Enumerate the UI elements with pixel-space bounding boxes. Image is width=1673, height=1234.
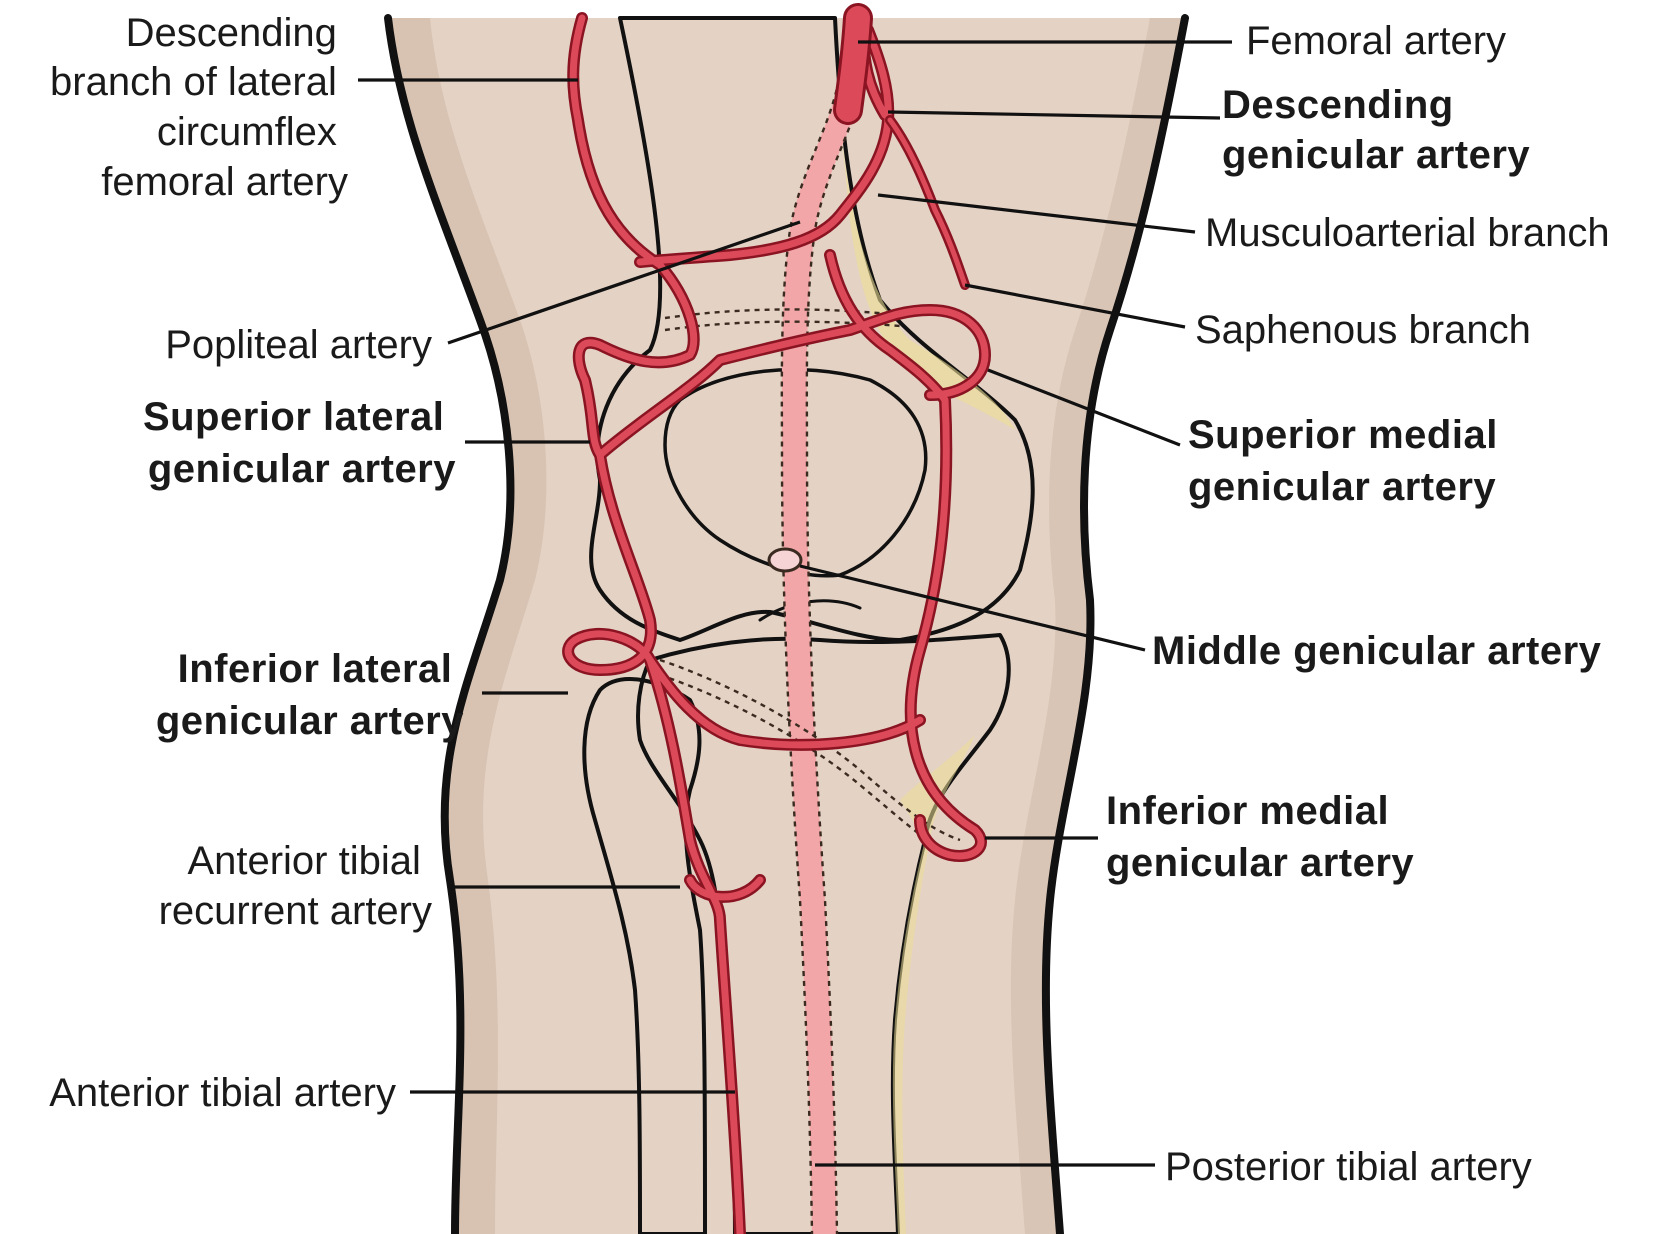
label-inferior-medial-genicular: Inferior medial genicular artery — [1106, 789, 1414, 885]
label-line: Superior lateral — [143, 395, 444, 439]
label-inferior-lateral-genicular: Inferior lateral genicular artery — [156, 647, 464, 743]
label-popliteal-artery: Popliteal artery — [165, 323, 432, 367]
label-line: circumflex — [157, 110, 337, 154]
label-line: Superior medial — [1188, 413, 1498, 457]
label-line: Anterior tibial — [187, 839, 420, 883]
label-superior-medial-genicular: Superior medial genicular artery — [1188, 413, 1509, 509]
label-line: Inferior medial — [1106, 789, 1389, 833]
label-line: branch of lateral — [50, 60, 337, 104]
label-line: genicular artery — [1222, 133, 1530, 177]
label-line: genicular artery — [148, 447, 456, 491]
label-femoral-artery: Femoral artery — [1246, 19, 1506, 63]
label-line: genicular artery — [1106, 841, 1414, 885]
label-line: Descending — [126, 11, 337, 55]
label-posterior-tibial-artery: Posterior tibial artery — [1165, 1145, 1532, 1189]
middle-genicular-origin — [769, 549, 801, 571]
label-middle-genicular: Middle genicular artery — [1152, 629, 1602, 673]
label-musculoarterial-branch: Musculoarterial branch — [1205, 211, 1610, 255]
label-line: recurrent artery — [159, 889, 432, 933]
label-superior-lateral-genicular: Superior lateral genicular artery — [143, 395, 456, 491]
label-line: Descending — [1222, 83, 1454, 127]
label-anterior-tibial-recurrent: Anterior tibial recurrent artery — [159, 839, 432, 933]
label-anterior-tibial-artery: Anterior tibial artery — [49, 1071, 396, 1115]
label-line: genicular artery — [1188, 465, 1496, 509]
label-line: femoral artery — [101, 160, 348, 204]
femoral-artery-trunk-fill — [848, 18, 858, 110]
label-descending-lateral-circumflex: Descending branch of lateral circumflex … — [50, 11, 348, 204]
label-saphenous-branch: Saphenous branch — [1195, 308, 1531, 352]
label-descending-genicular: Descending genicular artery — [1222, 83, 1530, 177]
label-line: Inferior lateral — [178, 647, 453, 691]
label-line: genicular artery — [156, 699, 464, 743]
